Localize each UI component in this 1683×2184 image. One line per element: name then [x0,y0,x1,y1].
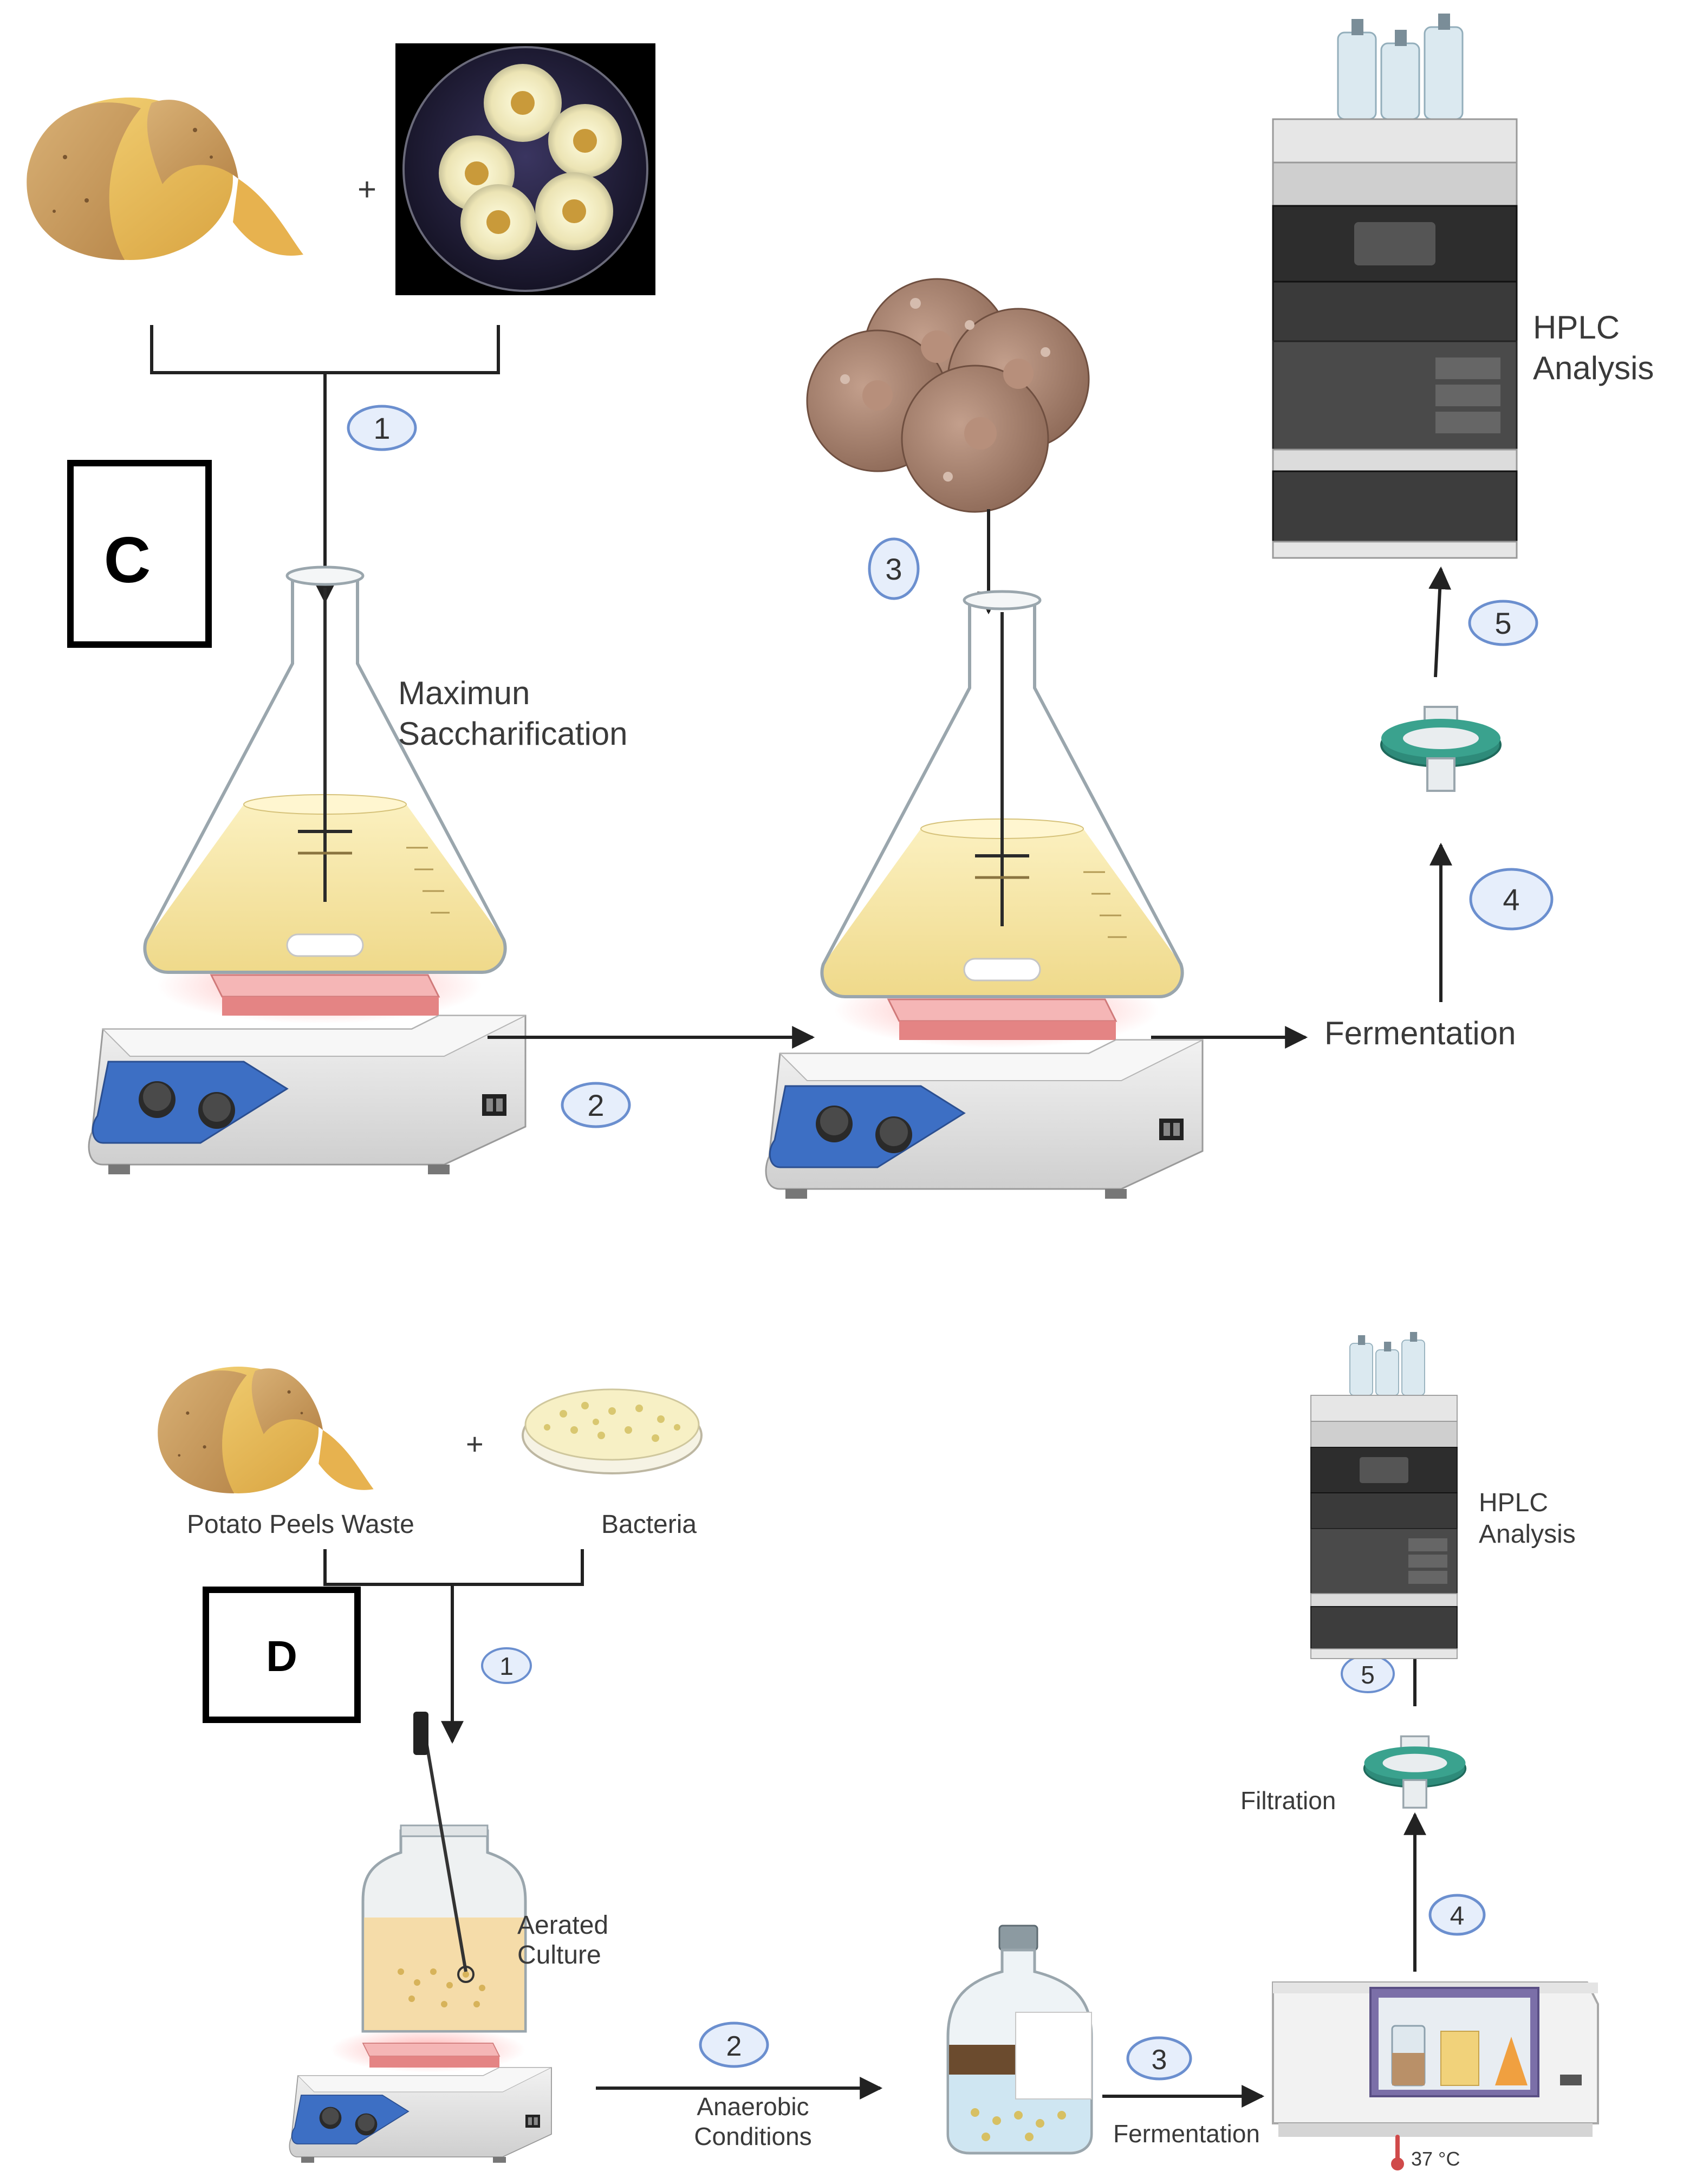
step-4-badge: 4 [1469,868,1554,931]
hplc-instrument-d [1310,1331,1458,1659]
svg-text:4: 4 [1450,1902,1465,1930]
label-saccharification-line1: Maximun [398,675,530,711]
step-d-5-badge: 5 [1341,1654,1395,1693]
step-5-badge: 5 [1468,600,1538,646]
svg-text:1: 1 [499,1652,514,1680]
svg-text:5: 5 [1494,606,1511,640]
stirrer-flask-2 [765,592,1204,1200]
stirrer-flask-1 [88,567,527,1175]
label-fermentation-c: Fermentation [1324,1015,1516,1051]
label-aerated-line2: Culture [517,1941,601,1969]
panel-c: + 1 C [27,12,1654,1200]
label-aerated-line1: Aerated [517,1911,608,1940]
fungal-plate-image [395,43,655,295]
arrow-step-5 [1428,566,1452,678]
incubator [1272,1981,1599,2170]
label-hplc-c-line2: Analysis [1533,350,1654,386]
step-1-badge: 1 [347,405,417,451]
label-bacteria: Bacteria [601,1510,697,1539]
label-hplc-d-line1: HPLC [1479,1488,1548,1517]
panel-d: + Potato Peels Waste Bacteria 1 [158,1331,1599,2170]
svg-text:3: 3 [1152,2044,1167,2076]
step-d-4-badge: 4 [1428,1894,1486,1936]
step-d-3-badge: 3 [1126,2036,1192,2081]
panel-d-label-box: D [203,1587,361,1723]
label-potato-peels-waste: Potato Peels Waste [187,1510,414,1539]
label-saccharification-line2: Saccharification [398,716,628,752]
bacteria-plate-image [522,1388,703,1474]
svg-text:5: 5 [1361,1661,1375,1689]
label-temperature: 37 °C [1411,2148,1460,2170]
plus-sign: + [358,171,376,207]
label-anaerobic-line1: Anaerobic [697,2092,809,2121]
syringe-filter-c [1380,706,1502,792]
potato-peel-image [27,98,304,260]
hplc-instrument-c [1272,12,1518,559]
step-2-badge: 2 [561,1082,631,1128]
svg-text:2: 2 [726,2031,742,2062]
aerated-culture-stirrer [289,1712,552,2163]
step-d-1-badge: 1 [481,1647,532,1684]
label-anaerobic-line2: Conditions [694,2122,811,2150]
panel-c-letter: C [104,524,151,596]
label-fermentation-d: Fermentation [1113,2120,1260,2148]
potato-peel-image-d [158,1367,374,1493]
svg-text:4: 4 [1503,882,1519,916]
svg-text:1: 1 [373,411,390,445]
yeast-cells-image [806,278,1090,513]
svg-text:2: 2 [587,1088,604,1122]
panel-d-letter: D [266,1632,297,1680]
svg-text:3: 3 [885,552,902,586]
label-hplc-d-line2: Analysis [1479,1520,1576,1549]
step-d-2-badge: 2 [699,2021,769,2068]
label-filtration: Filtration [1240,1786,1336,1815]
panel-c-label-box: C [67,460,212,648]
anaerobic-bottle [946,1925,1093,2155]
syringe-filter-d [1363,1735,1467,1809]
plus-sign-d: + [466,1427,484,1461]
step-3-badge: 3 [868,537,920,600]
label-hplc-c-line1: HPLC [1533,309,1620,346]
